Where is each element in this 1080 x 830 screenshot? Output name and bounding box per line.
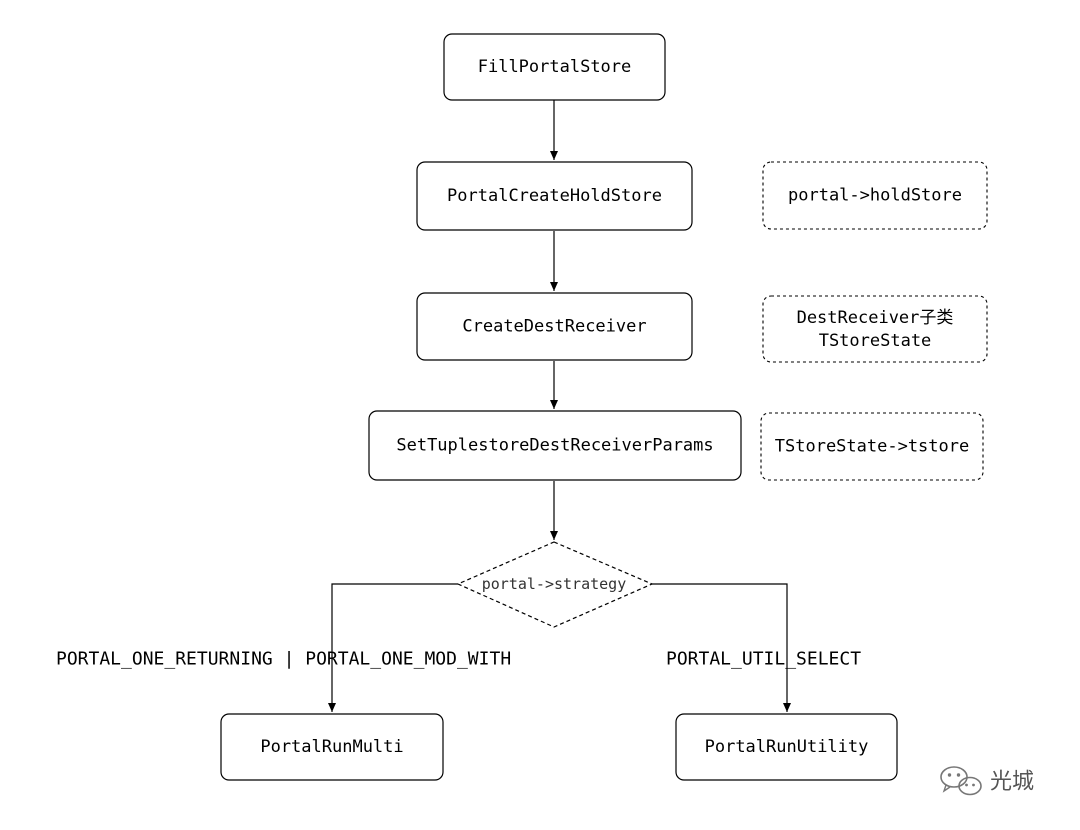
note-hold-store-label: portal->holdStore bbox=[788, 186, 962, 206]
node-portal-run-utility-label: PortalRunUtility bbox=[705, 737, 869, 757]
note-dest-receiver-line1: DestReceiver子类 bbox=[797, 308, 954, 328]
node-portal-create-hold-store-label: PortalCreateHoldStore bbox=[447, 186, 662, 206]
wechat-icon bbox=[940, 766, 982, 796]
node-strategy-decision-label: portal->strategy bbox=[482, 575, 627, 593]
edge-label-right: PORTAL_UTIL_SELECT bbox=[666, 649, 861, 670]
node-portal-run-multi-label: PortalRunMulti bbox=[260, 737, 403, 757]
node-strategy-decision: portal->strategy bbox=[456, 541, 654, 628]
node-fill-portal-store-label: FillPortalStore bbox=[478, 57, 632, 77]
edge-strategy-to-run-multi bbox=[328, 583, 458, 712]
node-create-dest-receiver-label: CreateDestReceiver bbox=[462, 317, 646, 337]
note-hold-store: portal->holdStore bbox=[762, 161, 988, 230]
note-tstore: TStoreState->tstore bbox=[760, 412, 984, 481]
node-set-tuplestore-params-label: SetTuplestoreDestReceiverParams bbox=[396, 436, 713, 456]
note-tstore-label: TStoreState->tstore bbox=[775, 437, 969, 457]
node-portal-run-utility: PortalRunUtility bbox=[675, 713, 898, 781]
node-create-dest-receiver: CreateDestReceiver bbox=[416, 292, 693, 361]
node-portal-run-multi: PortalRunMulti bbox=[220, 713, 444, 781]
note-dest-receiver-line2: TStoreState bbox=[819, 331, 932, 351]
node-portal-create-hold-store: PortalCreateHoldStore bbox=[416, 161, 693, 231]
node-fill-portal-store: FillPortalStore bbox=[443, 33, 666, 101]
watermark: 光城 bbox=[940, 766, 1034, 796]
note-dest-receiver: DestReceiver子类 TStoreState bbox=[762, 295, 988, 363]
edge-strategy-to-run-utility bbox=[652, 583, 791, 712]
edge-label-left: PORTAL_ONE_RETURNING | PORTAL_ONE_MOD_WI… bbox=[56, 649, 511, 670]
node-set-tuplestore-params: SetTuplestoreDestReceiverParams bbox=[368, 410, 742, 481]
watermark-text: 光城 bbox=[990, 770, 1034, 795]
